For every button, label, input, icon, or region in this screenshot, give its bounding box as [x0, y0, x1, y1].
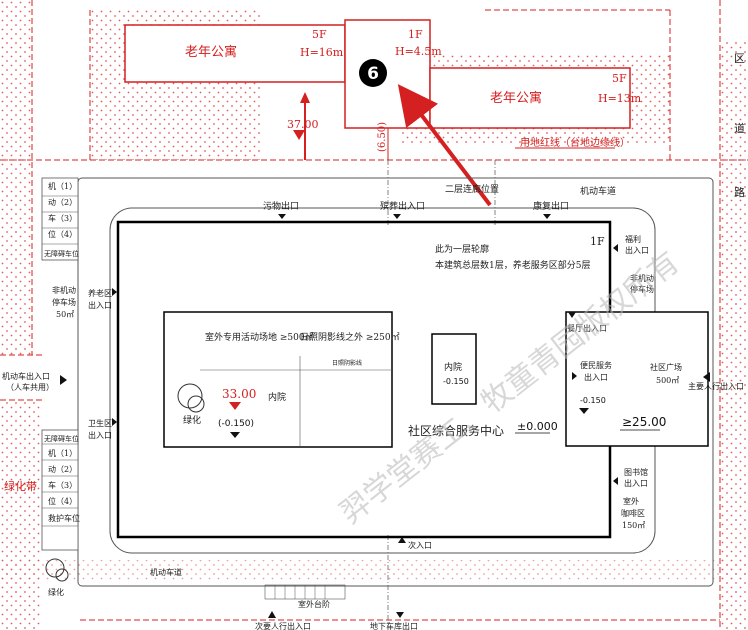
- bike-line-1: 非机动: [630, 273, 654, 283]
- bike-line-2: 停车场: [630, 284, 654, 294]
- garage-exit-label: 地下车库出口: [370, 621, 418, 630]
- greenery-bottom: 绿化: [48, 587, 64, 597]
- note-1: 此为一层轮廓: [435, 243, 489, 255]
- building-name: 老年公寓: [490, 90, 542, 106]
- level-zero: ±0.000: [517, 420, 558, 433]
- restaurant-label: 餐厅出入口: [567, 323, 607, 333]
- centerlines: [387, 160, 496, 630]
- bike-line-2: 停车场: [52, 297, 76, 307]
- vehicle-entrance: 机动车出入口 （人车共用） 卫生区 出入口: [2, 371, 117, 440]
- courtyard-level: -0.150: [443, 377, 469, 386]
- height-label: H=16m: [300, 46, 344, 59]
- secondary-entrance-label: 次入口: [408, 540, 432, 550]
- community-center: 1F 此为一层轮廓 本建筑总层数1层，养老服务区部分5层 社区综合服务中心 ±0…: [116, 220, 709, 539]
- rehab-exit-label: 康复出口: [533, 200, 569, 212]
- dim-650: (6.50): [377, 122, 388, 152]
- cafe-line-3: 150㎡: [622, 521, 645, 530]
- building-name: 老年公寓: [185, 44, 237, 60]
- floors-label: 1F: [408, 28, 423, 41]
- library-line-1: 图书馆: [624, 467, 648, 477]
- convenience-line-1: 便民服务: [580, 360, 612, 370]
- motor-road-label: 机动车道: [580, 185, 616, 197]
- funeral-exit-label: 殡葬出入口: [380, 200, 425, 212]
- height-label: H=13m: [598, 92, 642, 105]
- main-entrance-label: 主要人行出入口: [688, 381, 744, 391]
- vehicle-entrance-2: （人车共用）: [6, 382, 54, 392]
- senior-entrance-1: 养老区: [88, 288, 112, 298]
- greenery-label: 绿化: [183, 414, 201, 426]
- sewage-exit-label: 污物出口: [263, 200, 299, 212]
- parking-2: 动（2）: [48, 197, 77, 207]
- plaza-line-1: 社区广场: [650, 362, 682, 372]
- callout-arrow: [397, 84, 492, 207]
- road-char-2: 道: [734, 121, 745, 135]
- level-33: 33.00: [222, 387, 256, 401]
- floor-label: 1F: [590, 235, 605, 248]
- courtyard-level: (-0.150): [218, 419, 254, 429]
- library-line-2: 出入口: [624, 478, 648, 488]
- level-0150: -0.150: [580, 396, 606, 405]
- motor-road-label: 机动车道: [150, 567, 182, 577]
- left-parking-bottom: 无障碍车位 机（1） 动（2） 车（3） 位（4） 救护车位 绿化带 绿化: [4, 429, 80, 597]
- accessible-bottom: 无障碍车位: [44, 434, 79, 443]
- right-side-labels: 福利 出入口 非机动 停车场 餐厅出入口 便民服务 出入口 -0.150 社区广…: [567, 234, 744, 530]
- level-25: ≥25.00: [622, 415, 666, 429]
- parking-4: 位（4）: [48, 229, 77, 239]
- plaza-line-2: 500㎡: [656, 376, 679, 385]
- floors-label: 5F: [312, 28, 327, 41]
- bike-line-1: 非机动: [52, 285, 76, 295]
- outdoor-stairs-label: 室外台阶: [298, 599, 330, 609]
- callout-number: 6: [367, 64, 379, 84]
- welfare-line-1: 福利: [625, 234, 641, 244]
- parking-2: 动（2）: [48, 464, 77, 474]
- redline-label: 用地红线（台地边缘线）: [520, 136, 630, 149]
- inner-courtyard: 内院 -0.150: [431, 333, 477, 405]
- greenery-band: 绿化带: [4, 479, 37, 493]
- dim-37: 37.00: [287, 118, 319, 131]
- road-char-1: 区: [734, 52, 745, 65]
- parking-3: 车（3）: [48, 213, 77, 223]
- height-label: H=4.5m: [395, 45, 442, 58]
- right-edge-road: 区 道 路: [734, 52, 745, 199]
- ambulance-label: 救护车位: [48, 513, 80, 523]
- cafe-line-1: 室外: [623, 496, 639, 506]
- courtyard-label: 内院: [268, 391, 286, 403]
- health-entrance-1: 卫生区: [88, 418, 112, 428]
- health-entrance-2: 出入口: [88, 430, 112, 440]
- accessible-top: 无障碍车位: [44, 249, 79, 258]
- parking-1: 机（1）: [48, 448, 77, 458]
- parking-4: 位（4）: [48, 496, 77, 506]
- outdoor-activity-area: 室外专用活动场地 ≥500㎡ 日照阴影线之外 ≥250㎡ 日照阴影线 绿化 33…: [163, 311, 400, 448]
- corridor-label: 二层连廊位置: [445, 183, 499, 195]
- courtyard-label: 内院: [444, 361, 462, 373]
- senior-entrance-2: 出入口: [88, 300, 112, 310]
- parking-3: 车（3）: [48, 480, 77, 490]
- floors-label: 5F: [612, 72, 627, 85]
- note-2: 本建筑总层数1层，养老服务区部分5层: [435, 259, 590, 271]
- welfare-line-2: 出入口: [625, 245, 649, 255]
- cafe-line-2: 咖啡区: [621, 508, 645, 518]
- bottom-labels: 次入口 机动车道 室外台阶 次要人行出入口 地下车库出口: [150, 537, 432, 630]
- spacing-dimensions: 37.00 (6.50) 用地红线（台地边缘线）: [287, 92, 630, 160]
- center-name: 社区综合服务中心: [408, 423, 504, 438]
- pedestrian-entrance-label: 次要人行出入口: [255, 621, 311, 630]
- bike-line-3: 50㎡: [56, 310, 74, 319]
- sunlight-label: 日照阴影线之外 ≥250㎡: [300, 331, 400, 343]
- vehicle-entrance-1: 机动车出入口: [2, 371, 50, 381]
- senior-apartment-left: 老年公寓 5F H=16m: [124, 24, 346, 83]
- callout-marker: 6: [359, 59, 492, 207]
- senior-apartment-right: 老年公寓 5F H=13m: [429, 67, 642, 129]
- road-char-3: 路: [734, 186, 745, 199]
- left-parking-top: 机（1） 动（2） 车（3） 位（4） 无障碍车位 非机动 停车场 50㎡ 养老…: [41, 177, 117, 319]
- shadow-line-label: 日照阴影线: [332, 359, 362, 367]
- parking-1: 机（1）: [48, 181, 77, 191]
- area-label: 室外专用活动场地 ≥500㎡: [205, 331, 314, 343]
- top-labels: 二层连廊位置 机动车道 污物出口 殡葬出入口 康复出口: [263, 183, 616, 219]
- convenience-line-2: 出入口: [584, 372, 608, 382]
